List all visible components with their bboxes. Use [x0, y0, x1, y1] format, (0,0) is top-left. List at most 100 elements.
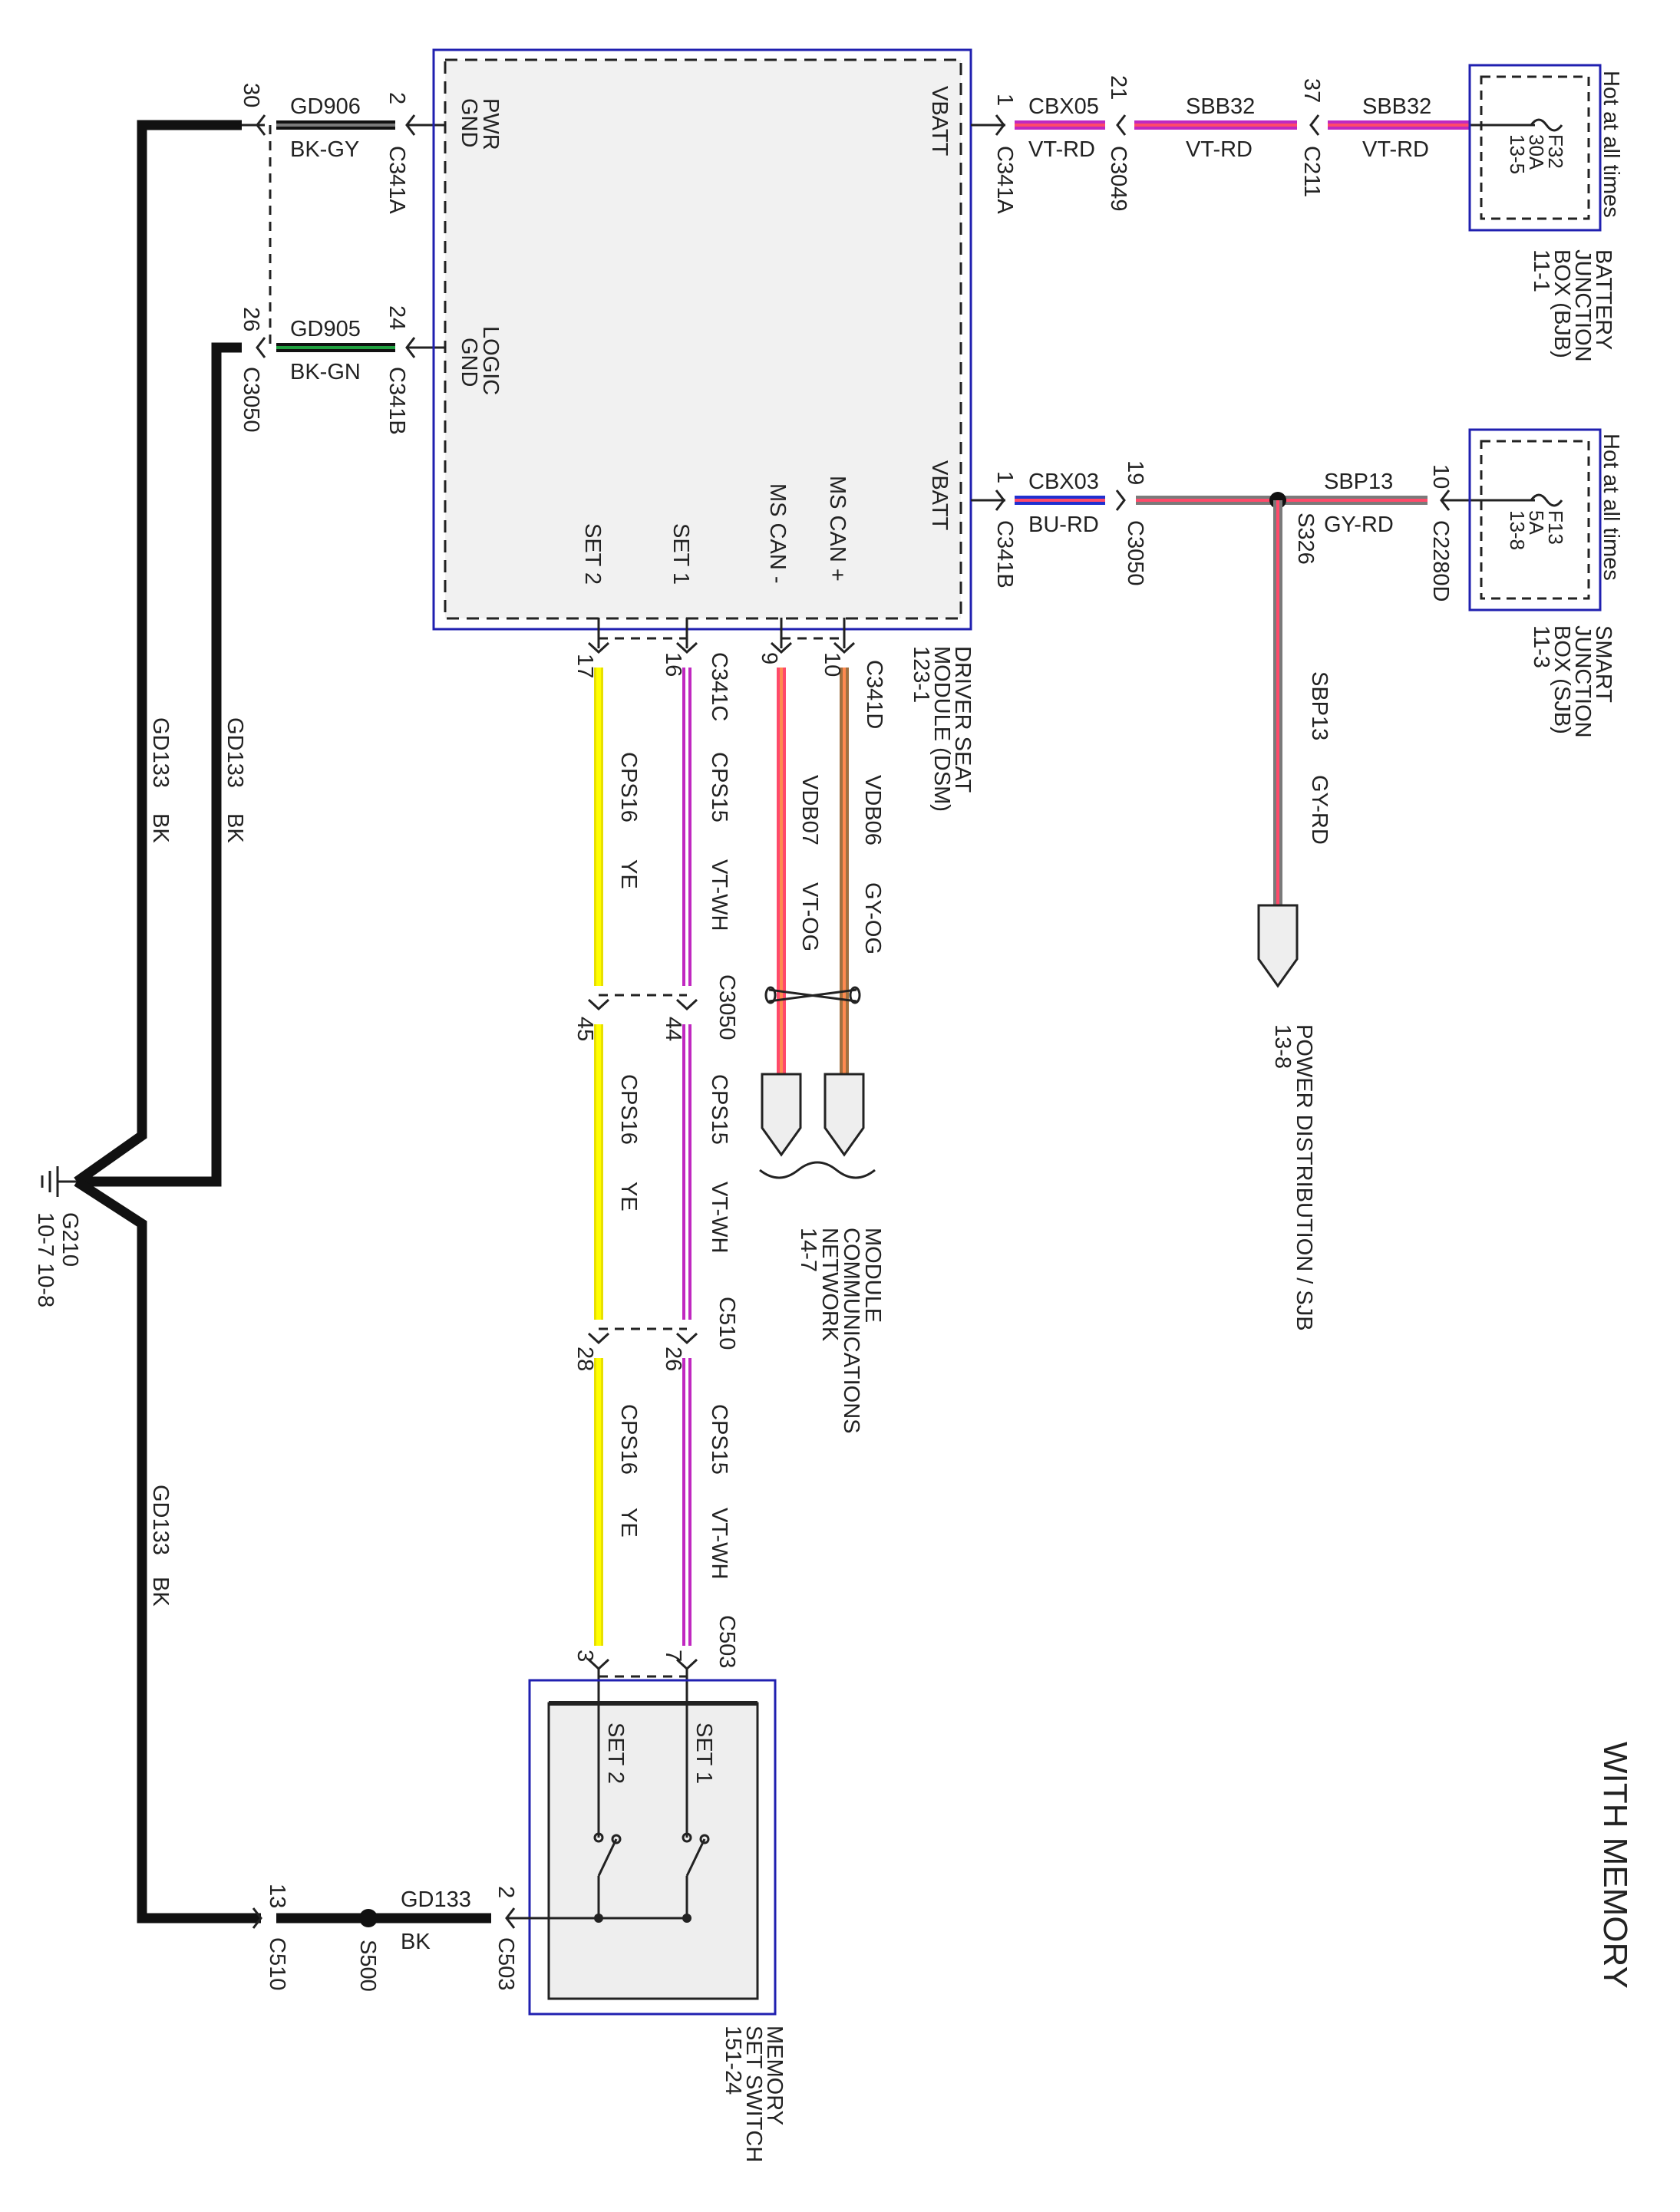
memory-set-switch: SET 1 SET 2 MEMORY SET SWITCH 151-24: [528, 1679, 787, 2162]
dsm-name-3: 123-1: [909, 646, 933, 703]
cps15-connector-1: C341C: [707, 652, 731, 721]
bjb-fuse-1: F32: [1544, 134, 1567, 169]
dsm-pwr-gnd-1: PWR: [478, 98, 503, 150]
cps16-pin-2: 45: [573, 1017, 597, 1041]
sjb-fuse-2: 5A: [1525, 510, 1548, 535]
gd133-wire-logic: [77, 342, 242, 1187]
gd906-circuit: GD906: [290, 94, 361, 119]
module-comm-1: MODULE: [860, 1228, 885, 1323]
sjb-fuse-1: F13: [1544, 510, 1567, 545]
sbb32b-circuit: SBB32: [1362, 94, 1431, 119]
wire-gd905: 26 C3050 GD905 BK-GN 24 C341B: [239, 305, 460, 435]
wire-cps16: [587, 618, 610, 1703]
wire-cps15: [675, 618, 698, 1703]
gd133-label-b: GD133: [223, 717, 247, 788]
gd905-connector-left: C3050: [239, 367, 263, 432]
sbp13-mid-connector: C3050: [1123, 520, 1147, 585]
sjb-name-4: 11-3: [1529, 625, 1553, 668]
wire-cbx05-sbb32: 1 C341A CBX05 VT-RD 21 C3049 SBB32 VT-RD…: [971, 75, 1535, 214]
vdb07-pin: 9: [757, 652, 781, 664]
cps15-connector-2: C3050: [715, 974, 739, 1040]
dsm-logic-gnd-2: GND: [457, 338, 481, 387]
gd905-color: BK-GN: [290, 360, 361, 384]
cps15-color-1: VT-WH: [707, 859, 731, 931]
vdb06-connector: C341D: [862, 660, 886, 729]
wire-gd133-switch: 13 C510 S500 GD133 BK 2 C503: [252, 1884, 530, 1992]
gd133-label-a: GD133: [148, 717, 173, 788]
sjb-name-2: JUNCTION: [1570, 625, 1595, 738]
dsm-set2: SET 2: [580, 523, 605, 585]
gd133-wire-pwr: [74, 120, 242, 1186]
sjb-name-1: SMART: [1591, 625, 1616, 703]
gd133-switch-circuit: GD133: [401, 1887, 471, 1912]
vdb06-pin: 10: [820, 652, 844, 677]
switch-set1: SET 1: [691, 1722, 716, 1784]
cps15-connector-3: C510: [715, 1297, 739, 1350]
power-distribution-label: POWER DISTRIBUTION / SJB: [1292, 1024, 1316, 1331]
sjb-name-3: BOX (SJB): [1550, 625, 1574, 734]
bjb-fuse-2: 30A: [1525, 134, 1548, 170]
cps15-circuit-2: CPS15: [707, 1074, 731, 1145]
gd905-pin-right: 24: [385, 305, 409, 330]
cps15-pin-4: 7: [661, 1650, 685, 1662]
gd133-label-c: GD133: [148, 1485, 173, 1555]
power-distribution-ref: 13-8: [1270, 1024, 1295, 1069]
gd906-color: BK-GY: [290, 137, 359, 162]
bjb-fuse-3: 13-5: [1506, 134, 1529, 174]
sbp13-connector: C2280D: [1428, 520, 1453, 602]
dsm-vbatt-bottom: VBATT: [927, 460, 952, 531]
dsm-set1: SET 1: [668, 523, 693, 585]
bjb-name-3: BOX (BJB): [1550, 249, 1574, 358]
cps16-color-1: YE: [616, 859, 641, 889]
cps15-pin-1: 16: [661, 652, 685, 677]
gd133-wire-switch: [74, 1177, 261, 1924]
bjb-name-1: BATTERY: [1591, 249, 1616, 350]
wire-ms-can: C341D 10 9 VDB06 GY-OG VDB07 VT-OG MODUL…: [757, 618, 886, 1434]
splice-s500: S500: [355, 1940, 380, 1992]
dsm-logic-gnd-1: LOGIC: [478, 326, 503, 395]
wire-gd906: 30 GD906 BK-GY 2 C341A: [239, 83, 460, 214]
gd133-switch-connector-right: C503: [493, 1937, 518, 1990]
cps16-color-2: YE: [616, 1182, 641, 1211]
battery-junction-box: F32 30A 13-5 Hot at all times BATTERY JU…: [1468, 64, 1623, 362]
cps15-color-2: VT-WH: [707, 1182, 731, 1253]
gd133-switch-pin-right: 2: [493, 1886, 518, 1898]
sbb32a-pin: 21: [1106, 75, 1130, 100]
sjb-fuse-3: 13-8: [1506, 510, 1529, 550]
sbb32b-pin: 37: [1299, 78, 1324, 103]
module-comm-2: COMMUNICATIONS: [839, 1228, 863, 1434]
gd906-pin-right: 2: [385, 92, 409, 104]
bjb-name-4: 11-1: [1529, 249, 1553, 292]
cps15-color-3: VT-WH: [707, 1508, 731, 1579]
cps16-pin-4: 3: [573, 1650, 597, 1662]
ground-wires: [74, 120, 261, 1924]
sbb32a-connector: C3049: [1106, 146, 1130, 211]
bjb-name-2: JUNCTION: [1570, 249, 1595, 362]
gd133-switch-connector-left: C510: [265, 1937, 289, 1990]
sbb32a-color: VT-RD: [1186, 137, 1253, 162]
wire-cbx03-sbp13: 1 C341B CBX03 BU-RD 19 C3050 S326 SBP13 …: [971, 460, 1535, 1331]
sbb32b-connector: C211: [1299, 146, 1324, 197]
cbx03-pin: 1: [992, 471, 1017, 483]
sbp13-vertical-color: GY-RD: [1307, 775, 1332, 845]
module-comm-4: 14-7: [796, 1228, 820, 1272]
cbx05-pin: 1: [992, 94, 1017, 106]
dsm-name-2: MODULE (DSM): [929, 646, 954, 812]
gd133-color-c: BK: [148, 1577, 173, 1607]
sbp13-vertical-circuit: SBP13: [1307, 671, 1332, 740]
gd905-circuit: GD905: [290, 317, 361, 341]
gd133-color-a: BK: [148, 813, 173, 843]
switch-name-3: 151-24: [721, 2026, 745, 2095]
gd133-switch-color: BK: [401, 1930, 431, 1954]
driver-seat-module: PWR GND LOGIC GND VBATT VBATT MS CAN + M…: [432, 48, 975, 812]
switch-name-1: MEMORY: [762, 2026, 787, 2125]
cps15-pin-3: 26: [661, 1347, 685, 1371]
cps16-circuit-2: CPS16: [616, 1074, 641, 1145]
switch-name-2: SET SWITCH: [741, 2026, 766, 2162]
cbx05-circuit: CBX05: [1028, 94, 1099, 119]
gd906-connector: C341A: [385, 146, 409, 214]
sbp13-mid-pin: 19: [1123, 460, 1147, 485]
cps16-circuit-3: CPS16: [616, 1404, 641, 1475]
cbx03-connector: C341B: [992, 520, 1017, 588]
